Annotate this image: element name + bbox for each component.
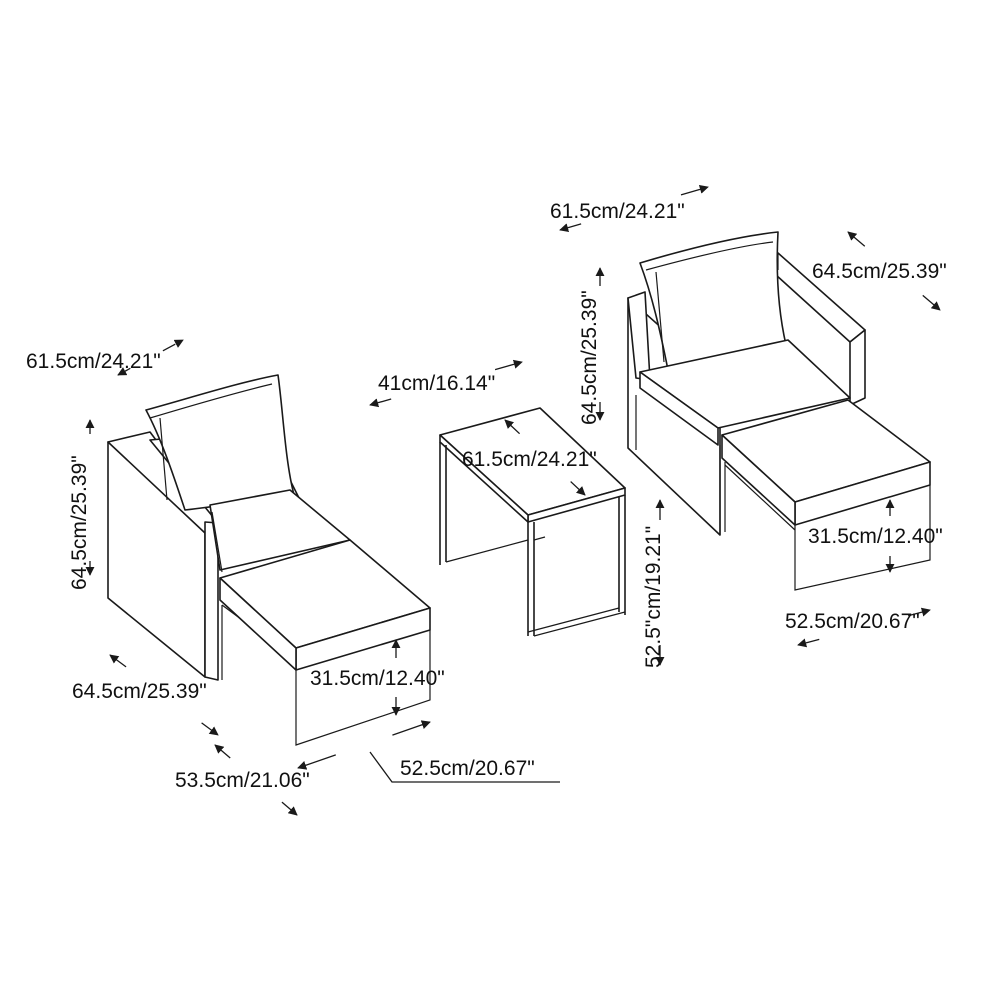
left-ottoman-height-label: 31.5cm/12.40" xyxy=(310,667,445,690)
table-height-label: 52.5"cm/19.21" xyxy=(642,526,665,668)
left-ottoman-width-label: 53.5cm/21.06" xyxy=(175,769,310,792)
left-depth-label: 64.5cm/25.39" xyxy=(72,680,207,703)
left-back-width-label: 61.5cm/24.21" xyxy=(26,350,161,373)
right-dimension-lines xyxy=(559,184,941,648)
right-depth-label: 64.5cm/25.39" xyxy=(812,260,947,283)
right-ottoman-height-label: 31.5cm/12.40" xyxy=(808,525,943,548)
left-dimension-lines xyxy=(85,339,560,816)
table-length-label: 61.5cm/24.21" xyxy=(462,448,597,471)
right-ottoman-length-label: 52.5cm/20.67" xyxy=(785,610,920,633)
right-back-width-label: 61.5cm/24.21" xyxy=(550,200,685,223)
side-table xyxy=(439,407,626,637)
table-dimension-lines xyxy=(369,359,665,666)
left-ottoman-length-label: 52.5cm/20.67" xyxy=(400,757,535,780)
left-chair xyxy=(107,374,351,681)
right-chair xyxy=(627,231,866,536)
left-ottoman xyxy=(219,539,431,746)
right-height-label: 64.5cm/25.39" xyxy=(578,290,601,425)
table-width-label: 41cm/16.14" xyxy=(378,372,495,395)
right-ottoman xyxy=(721,399,931,591)
left-height-label: 64.5cm/25.39" xyxy=(68,455,91,590)
